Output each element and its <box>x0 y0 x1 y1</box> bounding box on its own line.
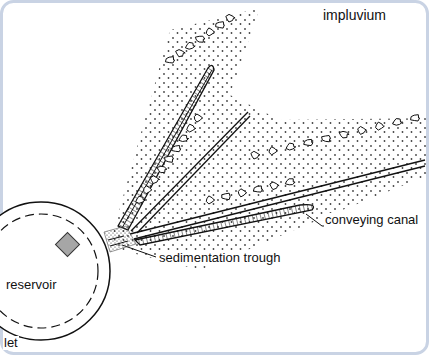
sedimentation-trough <box>104 226 136 252</box>
stone <box>322 136 331 142</box>
stone <box>206 196 214 204</box>
impluvium-stipple <box>112 8 429 270</box>
reservoir-dashed-ring <box>0 214 98 328</box>
stone <box>176 50 186 57</box>
stone <box>376 122 385 130</box>
canal-wall <box>134 166 425 239</box>
stone <box>150 176 159 184</box>
trough-wall <box>108 236 128 246</box>
stone <box>339 131 349 138</box>
stone <box>144 186 152 194</box>
canal-wall <box>137 116 250 233</box>
stone <box>222 193 230 199</box>
stone <box>187 124 196 132</box>
stone <box>136 196 146 203</box>
intake-square <box>55 232 79 256</box>
canal-wall <box>122 70 212 228</box>
stone-rows <box>136 14 420 204</box>
area-label: impluvium <box>322 8 387 23</box>
stone <box>285 179 295 185</box>
stone <box>165 57 174 63</box>
stone <box>179 135 189 142</box>
stone <box>172 146 181 152</box>
canal-wall <box>131 112 248 231</box>
reservoir-label: reservoir <box>6 278 57 292</box>
stone <box>411 115 420 121</box>
part-label: conveying canal <box>324 213 419 227</box>
canal <box>118 65 214 230</box>
stone <box>304 139 313 145</box>
stone <box>185 42 195 49</box>
stone <box>165 156 174 162</box>
stone <box>226 14 235 22</box>
reservoir-outline <box>0 200 112 342</box>
stone <box>157 166 167 172</box>
stone <box>269 147 278 155</box>
part-label: sedimentation trough <box>158 251 281 265</box>
reservoir-circle: reservoir <box>0 200 112 342</box>
stone <box>216 22 225 28</box>
conveying-canal <box>135 205 314 245</box>
stone <box>194 114 202 122</box>
stone <box>253 186 262 192</box>
reservoir-wall <box>0 202 110 340</box>
stone <box>206 28 214 36</box>
part-label: let <box>3 336 19 350</box>
stone <box>286 143 296 150</box>
stone <box>238 189 246 197</box>
stone <box>358 127 367 135</box>
stone <box>270 182 279 190</box>
canal-wall <box>130 160 425 234</box>
stone <box>251 151 260 159</box>
stone <box>195 36 205 42</box>
stone <box>393 119 403 126</box>
